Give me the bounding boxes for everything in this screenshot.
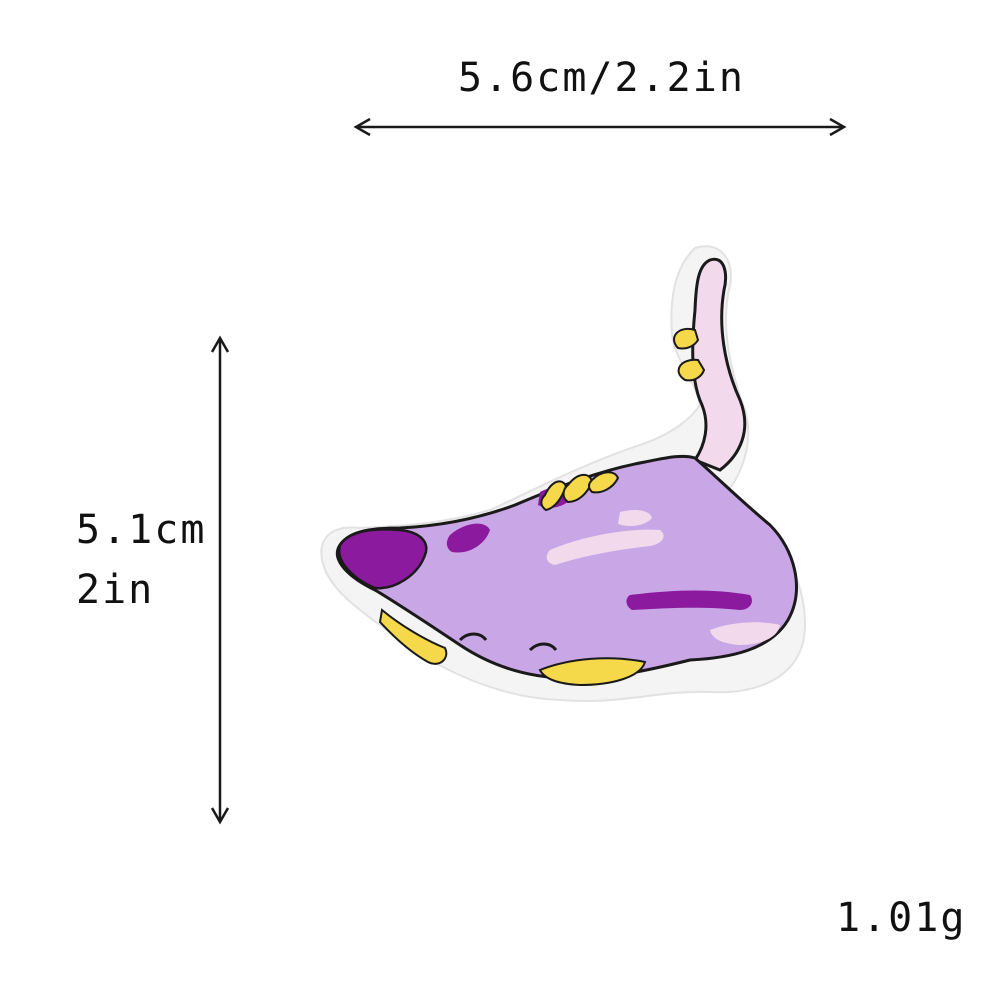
stingray-body	[336, 454, 798, 680]
height-dimension-label-in: 2in	[76, 567, 155, 613]
eye-left	[458, 632, 488, 642]
eye-right	[528, 642, 558, 652]
width-dimension-label: 5.6cm/2.2in	[458, 55, 745, 101]
weight-label: 1.01g	[836, 895, 967, 941]
belly-yellow-2	[538, 657, 647, 687]
back-fin-1	[540, 480, 568, 512]
width-arrow	[353, 117, 847, 137]
height-dimension-label-cm: 5.1cm	[76, 507, 207, 553]
back-fin-2	[562, 473, 594, 504]
tail-fin-upper	[673, 327, 700, 350]
body-stripe-1	[446, 523, 490, 553]
body-highlight-1	[546, 529, 664, 565]
wing-tip-dark	[337, 528, 428, 590]
body-highlight-3	[710, 622, 780, 645]
stingray-tail	[691, 257, 747, 472]
height-arrow	[210, 335, 230, 825]
belly-yellow	[378, 608, 448, 665]
body-stripe-2	[626, 590, 752, 610]
back-fin-3	[588, 471, 620, 494]
tail-fin-lower	[677, 358, 706, 382]
stingray-patch-image	[320, 245, 807, 703]
body-highlight-2	[618, 510, 652, 526]
